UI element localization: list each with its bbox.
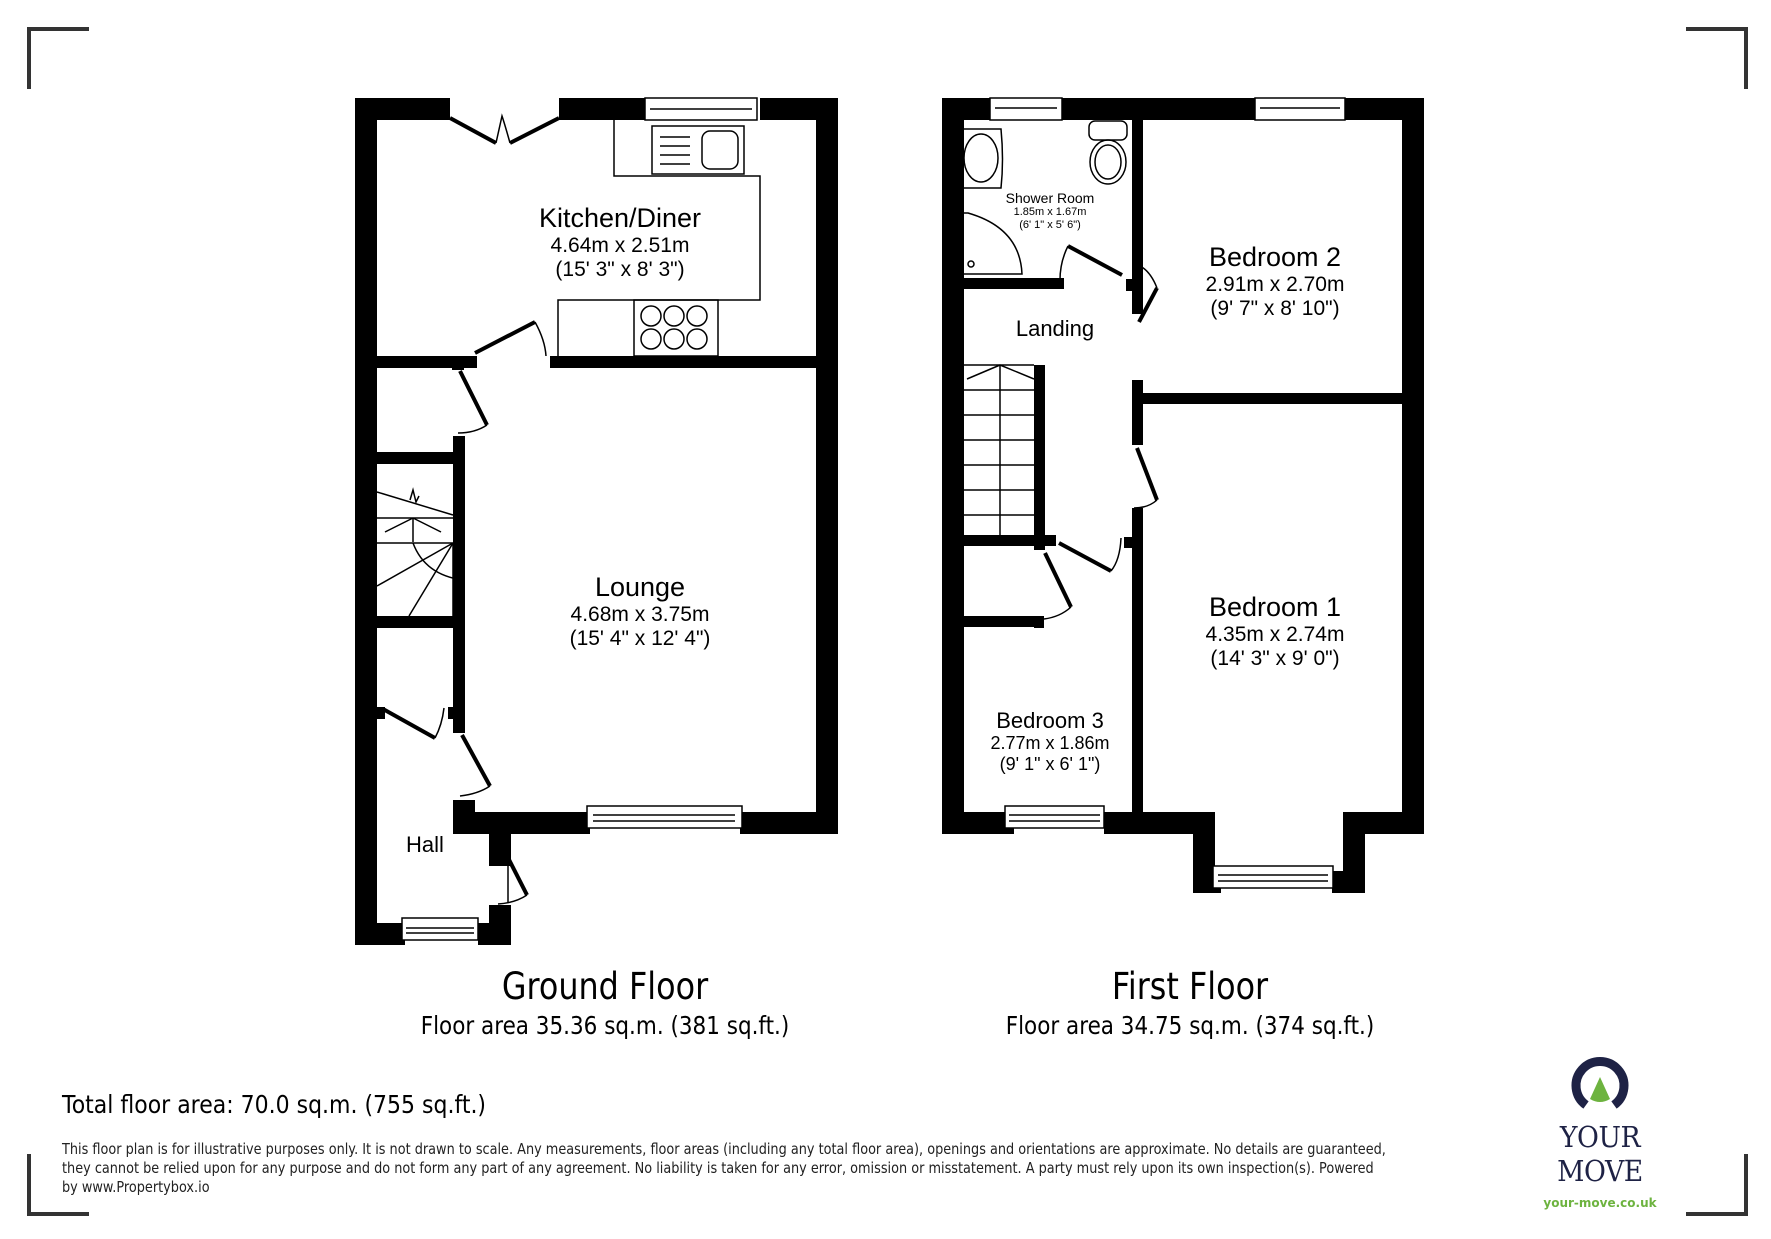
room-name: Bedroom 2 <box>1208 242 1342 272</box>
room-dimensions-imperial: (15' 4" x 12' 4") <box>569 627 711 651</box>
room-label-landing: Landing <box>1000 316 1110 341</box>
room-dimensions-metric: 4.64m x 2.51m <box>550 234 690 258</box>
room-dimensions-metric: 4.35m x 2.74m <box>1205 623 1345 647</box>
room-name: Shower Room <box>1005 190 1095 206</box>
room-label-kitchen-diner: Kitchen/Diner 4.64m x 2.51m (15' 3" x 8'… <box>490 203 750 282</box>
floor-area: Floor area 34.75 sq.m. (374 sq.ft.) <box>1005 1011 1375 1040</box>
room-dimensions-metric: 4.68m x 3.75m <box>570 603 710 627</box>
ground-floor-fixtures <box>376 97 761 941</box>
room-name: Lounge <box>594 572 686 602</box>
room-dimensions-metric: 2.77m x 1.86m <box>990 733 1110 754</box>
ground-floor-caption: Ground Floor Floor area 35.36 sq.m. (381… <box>390 965 820 1043</box>
floor-title: Ground Floor <box>501 965 709 1008</box>
room-label-lounge: Lounge 4.68m x 3.75m (15' 4" x 12' 4") <box>510 572 770 651</box>
location-pin-icon <box>1571 1057 1629 1109</box>
room-dimensions-imperial: (14' 3" x 9' 0") <box>1210 647 1340 671</box>
floor-area: Floor area 35.36 sq.m. (381 sq.ft.) <box>420 1011 790 1040</box>
floor-title: First Floor <box>1111 965 1269 1008</box>
room-name: Bedroom 3 <box>996 708 1104 733</box>
room-dimensions-imperial: (9' 7" x 8' 10") <box>1210 297 1340 321</box>
room-label-bedroom-3: Bedroom 3 2.77m x 1.86m (9' 1" x 6' 1") <box>970 708 1130 775</box>
brand-url: your-move.co.uk <box>1543 1196 1657 1210</box>
disclaimer-text: This floor plan is for illustrative purp… <box>62 1140 1386 1196</box>
first-floor-caption: First Floor Floor area 34.75 sq.m. (374 … <box>975 965 1405 1043</box>
corner-mark-bottom-right <box>1686 1154 1748 1216</box>
total-floor-area: Total floor area: 70.0 sq.m. (755 sq.ft.… <box>62 1090 487 1119</box>
room-label-bedroom-1: Bedroom 1 4.35m x 2.74m (14' 3" x 9' 0") <box>1155 592 1395 671</box>
first-floor-plan <box>942 98 1424 893</box>
corner-mark-top-left <box>27 27 89 89</box>
room-name: Hall <box>406 832 444 857</box>
room-dimensions-imperial: (15' 3" x 8' 3") <box>555 258 685 282</box>
room-name: Bedroom 1 <box>1208 592 1342 622</box>
room-label-hall: Hall <box>385 832 465 857</box>
room-dimensions-imperial: (9' 1" x 6' 1") <box>999 753 1101 774</box>
room-label-bedroom-2: Bedroom 2 2.91m x 2.70m (9' 7" x 8' 10") <box>1155 242 1395 321</box>
corner-mark-top-right <box>1686 27 1748 89</box>
your-move-logo: YOUR MOVE your-move.co.uk <box>1510 1055 1690 1210</box>
brand-name: YOUR MOVE <box>1557 1120 1643 1188</box>
room-name: Landing <box>1015 316 1095 341</box>
corner-mark-bottom-left <box>27 1154 89 1216</box>
first-floor-fixtures <box>960 97 1346 889</box>
ground-floor-plan <box>355 98 838 945</box>
room-dimensions-metric: 2.91m x 2.70m <box>1205 273 1345 297</box>
room-name: Kitchen/Diner <box>538 203 702 233</box>
room-dimensions-metric: 1.85m x 1.67m <box>1013 206 1087 219</box>
room-label-shower-room: Shower Room 1.85m x 1.67m (6' 1" x 5' 6"… <box>990 190 1110 231</box>
room-dimensions-imperial: (6' 1" x 5' 6") <box>1019 218 1081 231</box>
